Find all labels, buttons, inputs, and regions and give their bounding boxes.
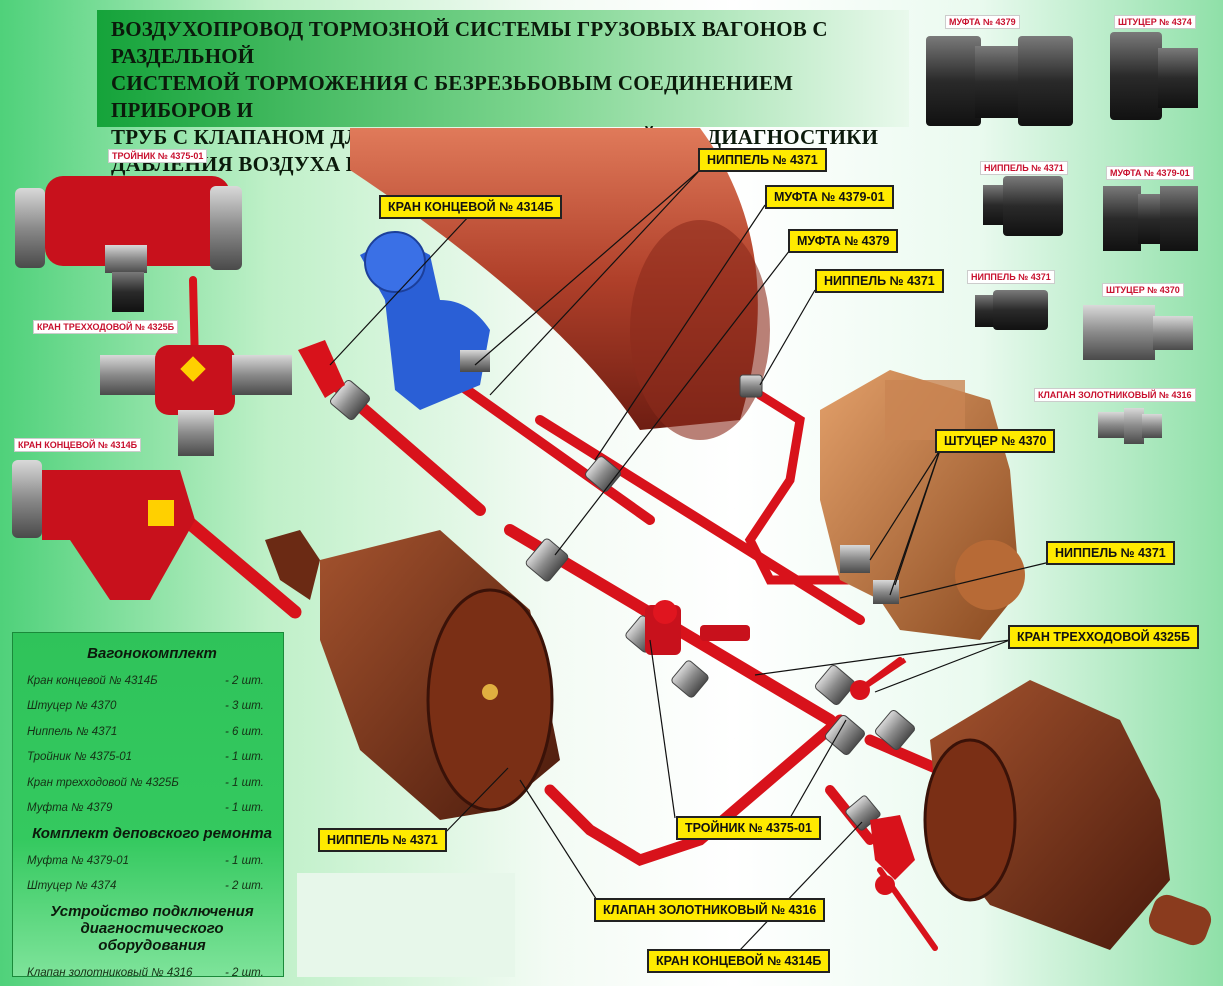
list-item: Муфта № 4379 - 1 шт. xyxy=(27,796,277,822)
nipple-4371-detail xyxy=(983,176,1063,236)
tee-detail xyxy=(15,176,242,312)
item-name: Тройник № 4375-01 xyxy=(27,751,133,764)
nipple-4371-small-detail xyxy=(975,290,1048,330)
item-qty: - 2 шт. xyxy=(225,966,264,979)
callout-tee-4375-01: ТРОЙНИК № 4375-01 xyxy=(676,816,821,840)
blank-area xyxy=(297,873,515,977)
item-name: Штуцер № 4370 xyxy=(27,700,117,713)
callout-nipple-4371: НИППЕЛЬ № 4371 xyxy=(815,269,944,293)
callout-end-cock-4314b: КРАН КОНЦЕВОЙ № 4314Б xyxy=(647,949,831,973)
list-item: Муфта № 4379-01 - 1 шт. xyxy=(27,848,277,874)
list-item: Ниппель № 4371 - 6 шт. xyxy=(27,719,277,745)
item-qty: - 6 шт. xyxy=(225,725,264,738)
parts-list-panel: Вагонокомплект Кран концевой № 4314Б - 2 … xyxy=(12,632,284,979)
callout-union-4370: ШТУЦЕР № 4370 xyxy=(935,429,1056,453)
poster-title: ВОЗДУХОПРОВОД ТОРМОЗНОЙ СИСТЕМЫ ГРУЗОВЫХ… xyxy=(97,10,909,176)
blue-valve xyxy=(360,231,490,410)
callout-nipple-4371: НИППЕЛЬ № 4371 xyxy=(1046,541,1175,565)
section-heading: Устройство подключения диагностического … xyxy=(50,903,254,954)
union-4374-detail xyxy=(1110,32,1198,120)
coupling-4379-01-detail xyxy=(1103,186,1198,251)
part-label-coupling-4379: МУФТА № 4379 xyxy=(945,15,1020,29)
part-label-nipple-4371-small: НИППЕЛЬ № 4371 xyxy=(967,270,1055,284)
tee-fitting xyxy=(645,600,750,655)
part-label-three-way-valve: КРАН ТРЕХХОДОВОЙ № 4325Б xyxy=(33,320,179,334)
coupling-4379-detail xyxy=(926,36,1073,126)
part-label-end-cock: КРАН КОНЦЕВОЙ № 4314Б xyxy=(14,438,142,452)
callout-coupling-4379-01: МУФТА № 4379-01 xyxy=(765,185,894,209)
list-item: Клапан золотниковый № 4316 - 2 шт. xyxy=(27,960,277,986)
section-heading: Вагонокомплект xyxy=(87,645,217,662)
part-label-coupling-4379-01: МУФТА № 4379-01 xyxy=(1106,166,1194,180)
part-label-tee: ТРОЙНИК № 4375-01 xyxy=(108,149,208,163)
three-way-valve-handle xyxy=(850,657,907,700)
list-item: Штуцер № 4374 - 2 шт. xyxy=(27,874,277,900)
pipes xyxy=(173,276,946,951)
callout-nipple-4371: НИППЕЛЬ № 4371 xyxy=(698,148,827,172)
part-label-spool-valve: КЛАПАН ЗОЛОТНИКОВЫЙ № 4316 xyxy=(1034,388,1196,402)
end-cock-bottom xyxy=(870,815,915,895)
leader-lines xyxy=(329,169,1051,951)
title-line: СИСТЕМОЙ ТОРМОЖЕНИЯ С БЕЗРЕЗЬБОВЫМ СОЕДИ… xyxy=(111,71,794,122)
union-4370-detail xyxy=(1083,305,1193,360)
callout-coupling-4379: МУФТА № 4379 xyxy=(788,229,899,253)
list-item: Штуцер № 4370 - 3 шт. xyxy=(27,694,277,720)
item-qty: - 1 шт. xyxy=(225,776,264,789)
callout-three-way-valve-4325b: КРАН ТРЕХХОДОВОЙ 4325Б xyxy=(1008,625,1199,649)
item-qty: - 1 шт. xyxy=(225,751,264,764)
item-name: Клапан золотниковый № 4316 xyxy=(27,966,193,979)
part-label-union-4370: ШТУЦЕР № 4370 xyxy=(1102,283,1184,297)
callout-end-cock-4314b: КРАН КОНЦЕВОЙ № 4314Б xyxy=(379,195,563,219)
item-qty: - 1 шт. xyxy=(225,802,264,815)
end-cock-detail xyxy=(12,460,195,600)
list-item: Кран трехходовой № 4325Б - 1 шт. xyxy=(27,770,277,796)
brake-cylinder-left xyxy=(265,530,560,820)
item-qty: - 2 шт. xyxy=(225,880,264,893)
item-qty: - 1 шт. xyxy=(225,854,264,867)
item-name: Кран трехходовой № 4325Б xyxy=(27,776,179,789)
section-heading: Комплект деповского ремонта xyxy=(32,825,272,842)
air-distributor xyxy=(820,370,1025,640)
part-label-union-4374: ШТУЦЕР № 4374 xyxy=(1114,15,1196,29)
end-cock-top xyxy=(298,340,345,398)
callout-nipple-4371: НИППЕЛЬ № 4371 xyxy=(318,828,447,852)
part-label-nipple-4371: НИППЕЛЬ № 4371 xyxy=(980,161,1068,175)
item-name: Кран концевой № 4314Б xyxy=(27,674,158,687)
title-line: ВОЗДУХОПРОВОД ТОРМОЗНОЙ СИСТЕМЫ ГРУЗОВЫХ… xyxy=(111,17,828,68)
brake-cylinder-right xyxy=(923,680,1212,950)
item-qty: - 3 шт. xyxy=(225,700,264,713)
callout-spool-valve-4316: КЛАПАН ЗОЛОТНИКОВЫЙ № 4316 xyxy=(594,898,826,922)
list-item: Тройник № 4375-01 - 1 шт. xyxy=(27,745,277,771)
three-way-valve-detail xyxy=(100,345,292,456)
item-name: Муфта № 4379-01 xyxy=(27,854,129,867)
item-name: Штуцер № 4374 xyxy=(27,880,117,893)
item-qty: - 2 шт. xyxy=(225,674,264,687)
item-name: Ниппель № 4371 xyxy=(27,725,118,738)
item-name: Муфта № 4379 xyxy=(27,802,113,815)
spool-valve-4316-detail xyxy=(1098,408,1162,444)
list-item: Кран концевой № 4314Б - 2 шт. xyxy=(27,668,277,694)
